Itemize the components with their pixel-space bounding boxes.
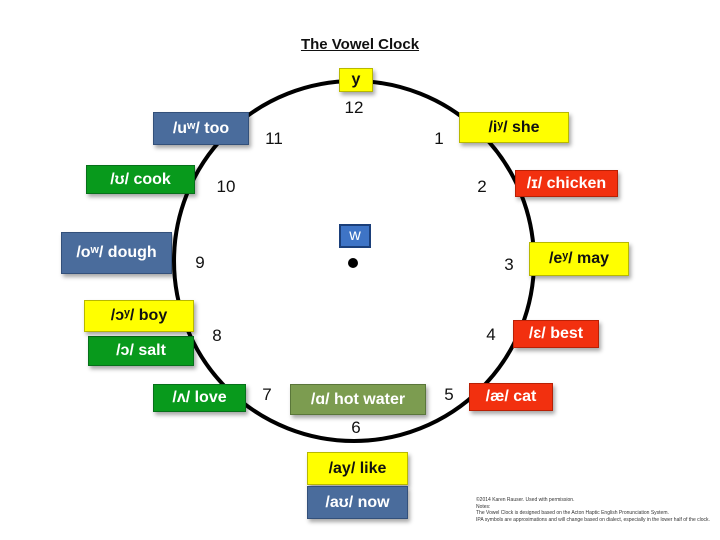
notes-line: Notes: bbox=[476, 503, 491, 510]
clock-number-5: 5 bbox=[444, 385, 454, 404]
vowel-box-cat: /æ/ cat bbox=[469, 383, 553, 411]
clock-number-3: 3 bbox=[504, 255, 514, 274]
clock-number-12: 12 bbox=[344, 98, 364, 117]
center-w-box: w bbox=[339, 224, 371, 248]
vowel-box-too: /uʷ/ too bbox=[153, 112, 249, 145]
clock-number-9: 9 bbox=[195, 253, 205, 272]
vowel-box-salt: /ɔ/ salt bbox=[88, 336, 194, 366]
vowel-box-like: /ay/ like bbox=[307, 452, 408, 485]
vowel-box-cook: /ʊ/ cook bbox=[86, 165, 195, 194]
vowel-box-love: /ʌ/ love bbox=[153, 384, 246, 412]
vowel-box-y: y bbox=[339, 68, 373, 92]
vowel-box-best: /ɛ/ best bbox=[513, 320, 599, 348]
notes-line: ©2014 Karen Rauser. Used with permission… bbox=[476, 497, 575, 503]
clock-center-dot bbox=[348, 258, 358, 268]
clock-number-1: 1 bbox=[434, 129, 444, 148]
clock-number-11: 11 bbox=[265, 129, 283, 148]
diagram-title: The Vowel Clock bbox=[300, 36, 420, 53]
clock-number-4: 4 bbox=[486, 325, 496, 344]
clock-number-8: 8 bbox=[212, 326, 222, 345]
vowel-box-now: /aʊ/ now bbox=[307, 486, 408, 519]
notes-line: The Vowel Clock is designed based on the… bbox=[476, 510, 669, 516]
clock-number-2: 2 bbox=[477, 177, 487, 196]
vowel-box-she: /iʸ/ she bbox=[459, 112, 569, 143]
vowel-box-dough: /oʷ/ dough bbox=[61, 232, 172, 274]
copyright-notes: ©2014 Karen Rauser. Used with permission… bbox=[476, 497, 716, 523]
vowel-box-chicken: /ɪ/ chicken bbox=[515, 170, 618, 197]
clock-number-10: 10 bbox=[216, 177, 236, 196]
vowel-box-hot-water: /ɑ/ hot water bbox=[290, 384, 426, 415]
notes-line: IPA symbols are approximations and will … bbox=[476, 516, 710, 523]
clock-number-6: 6 bbox=[351, 418, 361, 437]
vowel-box-may: /eʸ/ may bbox=[529, 242, 629, 276]
vowel-box-boy: /ɔʸ/ boy bbox=[84, 300, 194, 332]
clock-number-7: 7 bbox=[262, 385, 272, 404]
